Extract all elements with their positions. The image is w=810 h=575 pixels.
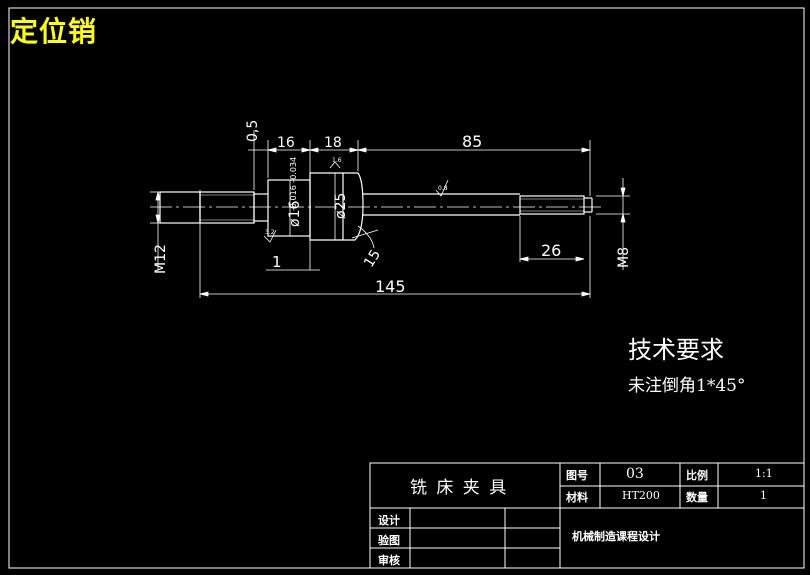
dim-m8: M8 [616,247,632,268]
pin-outline [159,172,593,241]
dim-26: 26 [541,241,561,260]
design-label: 设计 [378,514,400,527]
drawing-title: 定位销 [10,15,98,48]
thread-lines [200,194,584,221]
dimension-lines [150,130,630,298]
dim-1: 1 [272,253,282,271]
phi25-head [309,172,364,241]
dim-145: 145 [375,277,406,296]
part-name: 铣 床 夹 具 [410,478,509,498]
check-label: 验图 [378,534,400,547]
roughness-value-2: 1.6 [332,157,342,164]
technical-requirements-note: 未注倒角1*45° [628,376,746,396]
quantity-label: 数量 [686,491,708,504]
dim-tolerance: -0.016 -0.034 [289,157,298,211]
roughness-value-3: 3.2 [265,229,275,236]
left-shaft [159,191,201,224]
review-label: 审核 [378,554,400,567]
roughness-value-1: 0.8 [438,185,448,192]
thread-m12 [199,191,255,224]
technical-requirements-heading: 技术要求 [628,336,724,364]
dim-0-5: 0,5 [245,120,261,142]
roughness-icon [435,179,449,197]
dim-15: 15 [361,247,384,271]
material-label: 材料 [566,491,588,504]
roughness-icon-3 [263,229,277,243]
thread-m8 [519,195,585,215]
dim-m12: M12 [153,244,169,274]
quantity-value: 1 [760,489,767,502]
scale-value: 1:1 [755,467,773,480]
drawing-no: 03 [626,466,644,482]
drawing-frame [8,7,805,569]
dim-18: 18 [324,135,342,151]
drawing-no-label: 图号 [566,469,588,482]
dim-phi16: ø16 [287,201,303,227]
title-block [369,462,805,569]
dim-85: 85 [462,132,482,151]
roughness-icon-2 [329,161,341,169]
dim-16: 16 [277,135,295,151]
material-value: HT200 [622,489,660,502]
scale-label: 比例 [686,469,708,482]
course-name: 机械制造课程设计 [572,530,660,543]
dim-phi25: ø25 [333,193,349,219]
roughness-symbols [263,161,449,243]
